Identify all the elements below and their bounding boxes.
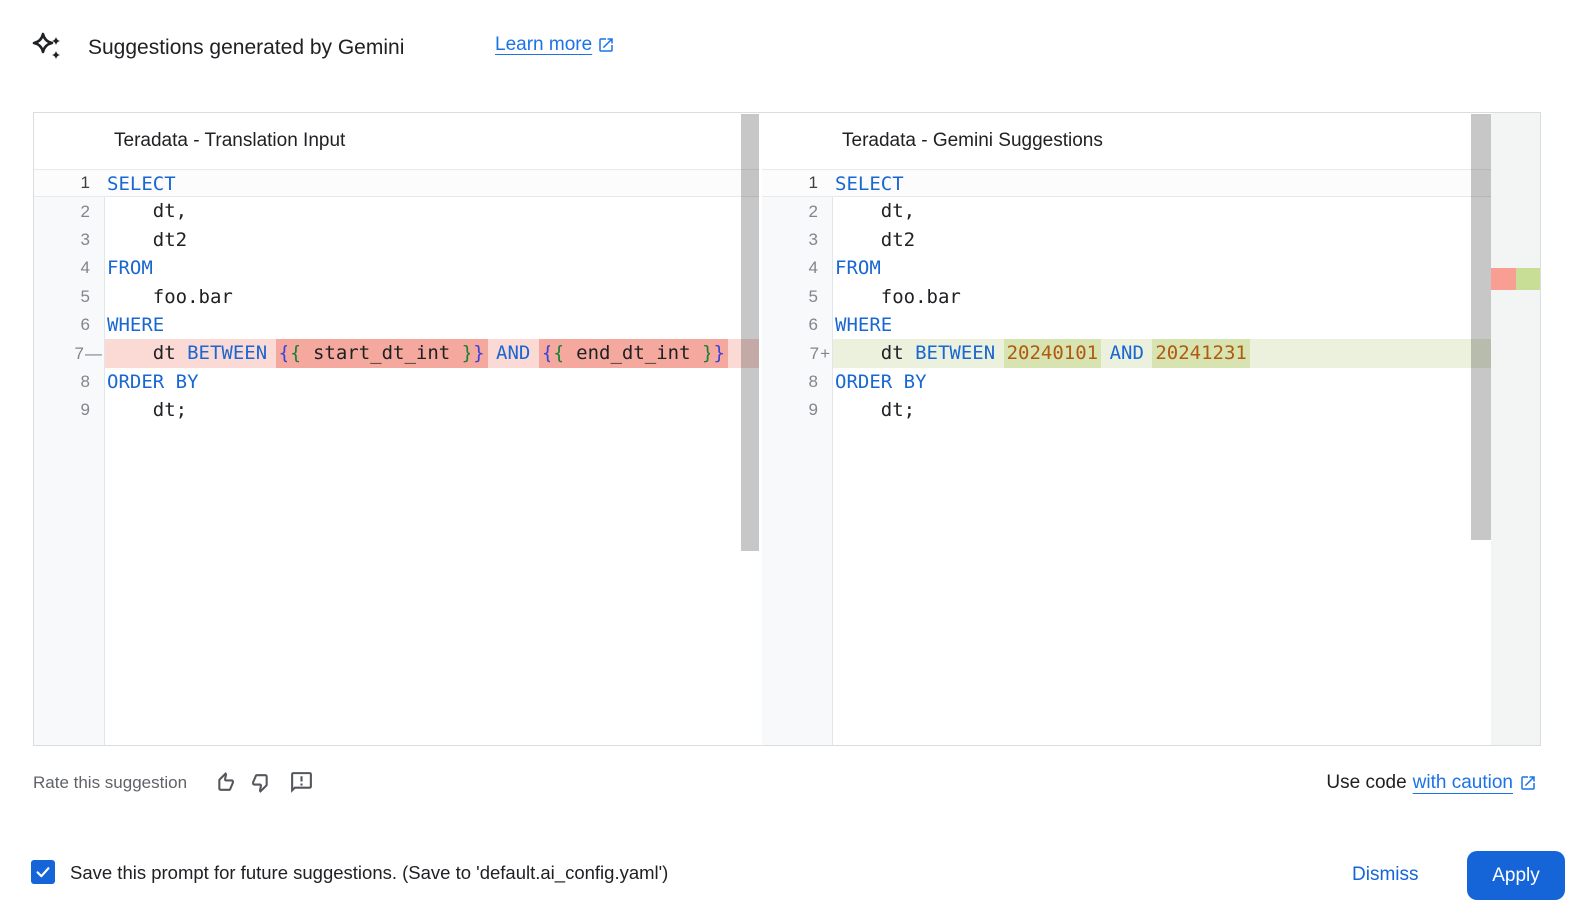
external-link-icon <box>597 36 615 54</box>
learn-more-label: Learn more <box>495 34 593 55</box>
line-number: 7+ <box>762 339 833 368</box>
apply-button[interactable]: Apply <box>1467 851 1565 900</box>
pane-title-gemini-suggestions: Teradata - Gemini Suggestions <box>762 113 1540 169</box>
save-prompt-checkbox[interactable] <box>31 860 55 884</box>
thumb-up-icon[interactable] <box>211 770 236 795</box>
thumb-down-icon[interactable] <box>250 770 275 795</box>
code-line-5[interactable]: 5 foo.bar <box>34 282 759 311</box>
code-text: dt2 <box>107 228 188 251</box>
line-number: 3 <box>34 225 105 255</box>
rate-label: Rate this suggestion <box>33 772 188 792</box>
line-number: 2 <box>34 197 105 226</box>
code-text: SELECT <box>107 173 176 195</box>
code-text: SELECT <box>835 173 904 195</box>
line-number: 1 <box>808 173 818 193</box>
code-line-3[interactable]: 3 dt2 <box>34 225 759 255</box>
code-text: dt; <box>107 399 188 422</box>
code-line-9[interactable]: 9 dt; <box>34 396 759 425</box>
feedback-icon[interactable] <box>289 770 314 795</box>
use-code-caution: Use code with caution <box>1326 772 1537 794</box>
line-number: 2 <box>762 197 833 226</box>
code-text: ORDER BY <box>107 370 199 393</box>
line-number: 6 <box>762 310 833 340</box>
code-line-5[interactable]: 5 foo.bar <box>762 282 1491 311</box>
line-number: 6 <box>34 310 105 340</box>
line-number: 9 <box>762 396 833 425</box>
line-number: 4 <box>34 254 105 283</box>
page-title: Suggestions generated by Gemini <box>88 36 405 59</box>
diff-overview-markers <box>1491 268 1540 290</box>
code-text: WHERE <box>107 313 165 336</box>
line-number: 4 <box>762 254 833 283</box>
code-line-3[interactable]: 3 dt2 <box>762 225 1491 255</box>
code-line-9[interactable]: 9 dt; <box>762 396 1491 425</box>
dismiss-button[interactable]: Dismiss <box>1352 864 1419 885</box>
learn-more-link[interactable]: Learn more <box>495 34 615 56</box>
line-number: 8 <box>34 367 105 397</box>
code-text: dt BETWEEN 20240101 AND 20241231 <box>833 339 1491 368</box>
line-number: 5 <box>34 282 105 311</box>
code-text: FROM <box>835 257 881 280</box>
code-line-2[interactable]: 2 dt, <box>34 197 759 226</box>
code-text: ORDER BY <box>835 370 927 393</box>
code-empty-area[interactable] <box>34 424 759 745</box>
vertical-scrollbar[interactable] <box>1471 114 1491 540</box>
line-number: 3 <box>762 225 833 255</box>
code-text: WHERE <box>835 313 893 336</box>
rate-row: Rate this suggestion <box>33 770 314 795</box>
line-number: 8 <box>762 367 833 397</box>
line-number: 5 <box>762 282 833 311</box>
use-code-prefix: Use code <box>1326 772 1407 793</box>
code-text: foo.bar <box>107 285 233 308</box>
code-text: dt; <box>835 399 916 422</box>
code-line-1[interactable]: 1 SELECT <box>762 169 1491 198</box>
code-text: dt, <box>835 200 916 223</box>
code-line-7[interactable]: 7+ dt BETWEEN 20240101 AND 20241231 <box>762 339 1491 368</box>
pane-title-translation-input: Teradata - Translation Input <box>34 113 759 169</box>
code-empty-area[interactable] <box>762 424 1491 745</box>
code-text: dt2 <box>835 228 916 251</box>
code-text: dt BETWEEN {{ start_dt_int }} AND {{ end… <box>105 339 759 368</box>
code-text: foo.bar <box>835 285 961 308</box>
diff-overview-removed-marker <box>1491 268 1516 290</box>
code-line-1[interactable]: 1 SELECT <box>34 169 759 198</box>
line-number: 7— <box>34 339 105 368</box>
external-link-icon <box>1519 774 1537 792</box>
line-number: 9 <box>34 396 105 425</box>
code-line-2[interactable]: 2 dt, <box>762 197 1491 226</box>
line-number: 1 <box>80 173 90 193</box>
diff-overview-added-marker <box>1516 268 1540 290</box>
with-caution-link[interactable]: with caution <box>1412 772 1513 793</box>
code-text: FROM <box>107 257 153 280</box>
diff-overview-ruler[interactable] <box>1491 113 1540 745</box>
save-prompt-label: Save this prompt for future suggestions.… <box>70 862 669 883</box>
code-text: dt, <box>107 200 188 223</box>
code-line-7[interactable]: 7— dt BETWEEN {{ start_dt_int }} AND {{ … <box>34 339 759 368</box>
gemini-sparkle-icon <box>31 31 63 63</box>
vertical-scrollbar[interactable] <box>741 114 759 551</box>
